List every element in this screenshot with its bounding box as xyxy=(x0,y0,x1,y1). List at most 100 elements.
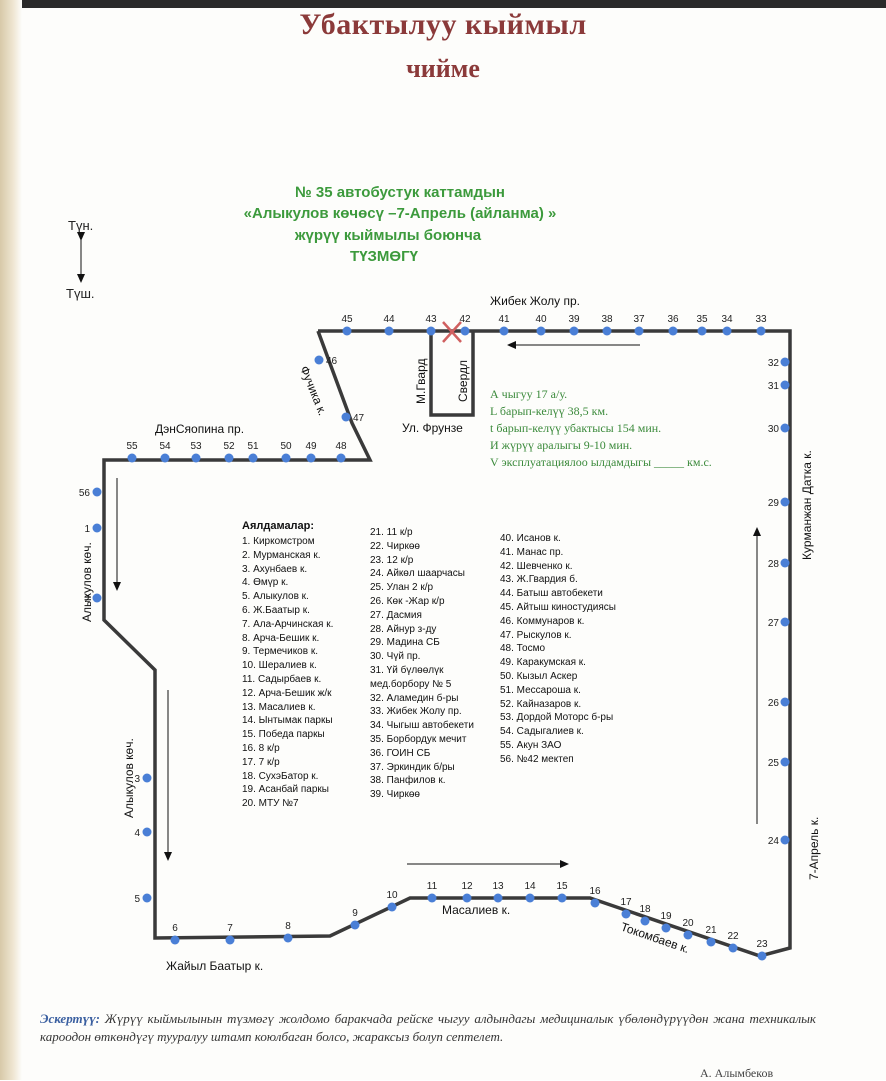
street-densyaopin: ДэнСяопина пр. xyxy=(155,422,244,436)
stop-list-item: 37. Эркиндик б/ры xyxy=(370,761,455,773)
route-info-speed: V эксплуатациялоо ылдамдыгы _____ км.с. xyxy=(490,455,712,469)
stop-number: 29 xyxy=(768,498,780,509)
stop-number: 52 xyxy=(223,441,235,452)
street-aprel: 7-Апрель к. xyxy=(807,817,821,880)
stop-marker xyxy=(460,326,470,336)
stop-list-item: 1. Киркомстром xyxy=(242,536,315,547)
stop-number: 16 xyxy=(589,886,601,897)
stop-list-item: 38. Панфилов к. xyxy=(370,775,446,787)
footnote-text: Жүрүү кыймылынын түзмөгү жолдомо баракча… xyxy=(40,1011,816,1044)
document-title-line2: чийме xyxy=(406,54,480,83)
stop-list-item: 26. Көк -Жар к/р xyxy=(370,595,445,607)
stop-marker xyxy=(780,617,790,627)
stop-marker xyxy=(342,326,352,336)
stop-list-item: 43. Ж.Гвардия б. xyxy=(500,574,578,586)
stop-marker xyxy=(142,893,152,903)
stop-number: 8 xyxy=(285,921,291,932)
stop-list-item: 3. Ахунбаев к. xyxy=(242,563,308,575)
stop-list-item: 41. Манас пр. xyxy=(500,546,564,558)
stop-number: 18 xyxy=(639,904,651,915)
stop-marker xyxy=(306,453,316,463)
stop-marker xyxy=(170,935,180,945)
street-tokombaev: Токомбаев к. xyxy=(619,920,691,957)
stop-list-item: 31. Үй бүлөөлүк xyxy=(370,664,444,676)
stop-marker xyxy=(336,453,346,463)
stop-marker xyxy=(780,835,790,845)
stop-list-item: 22. Чиркөө xyxy=(370,540,420,552)
stop-list-item: 49. Каракумская к. xyxy=(500,657,586,669)
stop-marker xyxy=(92,523,102,533)
stop-marker xyxy=(780,380,790,390)
stop-number: 20 xyxy=(682,918,694,929)
street-frunze: Ул. Фрунзе xyxy=(402,421,463,435)
stop-marker xyxy=(160,453,170,463)
route-heading-line1: № 35 автобустук каттамдын xyxy=(295,184,505,201)
stop-list-item: 11. Садырбаев к. xyxy=(242,673,322,685)
stop-list-item: 54. Садыгалиев к. xyxy=(500,726,584,738)
stop-list-item: 28. Айнур з-ду xyxy=(370,623,437,635)
stop-number: 54 xyxy=(159,441,171,452)
stop-marker xyxy=(427,893,437,903)
stop-list-item: 55. Акун ЗАО xyxy=(500,739,562,751)
stop-marker xyxy=(621,909,631,919)
stop-list-item: 5. Алыкулов к. xyxy=(242,591,309,603)
stop-number: 51 xyxy=(247,441,259,452)
stop-number: 24 xyxy=(768,836,780,847)
stop-marker xyxy=(224,453,234,463)
stop-marker xyxy=(127,453,137,463)
stop-marker xyxy=(602,326,612,336)
stop-number: 23 xyxy=(756,939,768,950)
stop-list-item: 16. 8 к/р xyxy=(242,742,280,754)
stop-list-item: 20. МТУ №7 xyxy=(242,798,299,810)
stop-marker xyxy=(387,902,397,912)
stop-list-item: 23. 12 к/р xyxy=(370,554,414,566)
stop-marker xyxy=(697,326,707,336)
stop-number: 19 xyxy=(660,911,672,922)
street-masaliev: Масалиев к. xyxy=(442,903,510,917)
stop-list-item: 10. Шералиев к. xyxy=(242,660,317,672)
stop-marker xyxy=(780,558,790,568)
stop-list-item: 17. 7 к/р xyxy=(242,756,280,768)
stop-marker xyxy=(668,326,678,336)
stop-number: 35 xyxy=(696,314,708,325)
route-heading-line3: жүрүү кыймылы боюнча xyxy=(294,227,482,244)
stop-marker xyxy=(780,423,790,433)
stop-number: 32 xyxy=(768,358,780,369)
stop-list-item: 50. Кызыл Аскер xyxy=(500,670,578,682)
stop-list-item: 32. Аламедин б-ры xyxy=(370,692,459,704)
stop-number: 2 xyxy=(84,594,90,605)
street-alykulov-top: Алыкулов көч. xyxy=(80,542,94,622)
route-info: А чыгуу 17 а/у. L барып-келүү 38,5 км. t… xyxy=(490,386,712,471)
stop-marker xyxy=(536,326,546,336)
street-zhayil: Жайыл Баатыр к. xyxy=(166,959,263,973)
stop-list-item: 8. Арча-Бешик к. xyxy=(242,632,320,644)
stop-number: 1 xyxy=(84,524,90,535)
stop-marker xyxy=(780,357,790,367)
route-detour xyxy=(429,331,475,417)
stop-number: 39 xyxy=(568,314,580,325)
route-line xyxy=(102,329,792,958)
stop-list-item: 18. СухэБатор к. xyxy=(242,770,319,782)
stop-marker xyxy=(350,920,360,930)
stop-list-item: 21. 11 к/р xyxy=(370,527,413,538)
route-heading-line2: «Алыкулов көчөсү –7-Апрель (айланма) » xyxy=(243,205,557,222)
stop-marker xyxy=(281,453,291,463)
stop-list-item: 15. Победа паркы xyxy=(242,729,325,741)
stop-marker xyxy=(525,893,535,903)
stop-list-item: 34. Чыгыш автобекети xyxy=(370,720,474,732)
stop-list-item: 47. Рыскулов к. xyxy=(500,629,572,641)
stop-marker xyxy=(283,933,293,943)
stop-marker xyxy=(142,827,152,837)
footnote: Эскертүү: Жүрүү кыймылынын түзмөгү жолдо… xyxy=(40,1010,816,1046)
stop-list-item: 25. Улан 2 к/р xyxy=(370,582,434,594)
stop-marker xyxy=(314,355,324,365)
stop-list-item: 48. Тосмо xyxy=(500,643,546,655)
stop-list-item: 6. Ж.Баатыр к. xyxy=(242,604,310,616)
street-alykulov-bottom: Алыкулов көч. xyxy=(122,738,136,818)
street-kurmanjan: Курманжан Датка к. xyxy=(800,450,814,560)
street-sverdl: Свердл xyxy=(456,360,470,402)
stop-list-item: 2. Мурманская к. xyxy=(242,549,321,561)
stop-number: 40 xyxy=(535,314,547,325)
